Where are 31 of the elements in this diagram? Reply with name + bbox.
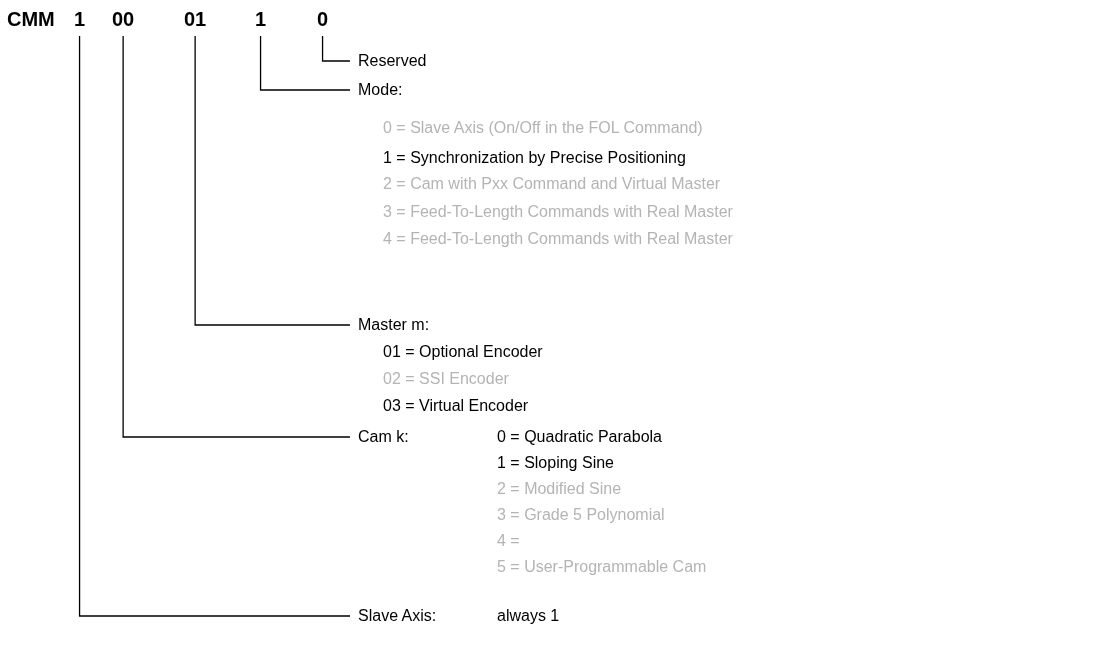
option-text: 0 = Slave Axis (On/Off in the FOL Command) [383, 118, 703, 138]
code-digit: 00 [112, 8, 135, 30]
field-value: always 1 [497, 606, 560, 626]
code-digit: 1 [74, 8, 86, 30]
leader-line [194, 35, 351, 326]
option-text: 2 = Modified Sine [497, 479, 622, 499]
field-label: Slave Axis: [350, 606, 437, 626]
leader-line [78, 35, 351, 617]
leader-line [122, 35, 351, 438]
code-prefix: CMM [7, 8, 55, 30]
code-digit: 1 [255, 8, 267, 30]
option-text: 1 = Sloping Sine [497, 453, 614, 473]
option-text: 02 = SSI Encoder [383, 369, 509, 389]
code-digit: 0 [317, 8, 329, 30]
code-digit: 01 [184, 8, 207, 30]
field-label: Mode: [350, 80, 403, 100]
option-text: 4 = Feed-To-Length Commands with Real Master [383, 229, 733, 249]
option-text: 3 = Grade 5 Polynomial [497, 505, 665, 525]
leader-line [321, 35, 351, 62]
option-text: 03 = Virtual Encoder [383, 396, 529, 416]
leader-line [259, 35, 351, 91]
option-text: 4 = [497, 531, 520, 551]
option-text: 1 = Synchronization by Precise Positioning [383, 148, 686, 168]
field-label: Cam k: [350, 427, 409, 447]
option-text: 5 = User-Programmable Cam [497, 557, 707, 577]
option-text: 01 = Optional Encoder [383, 342, 543, 362]
field-label: Reserved [350, 51, 427, 71]
field-label: Master m: [350, 315, 430, 335]
option-text: 0 = Quadratic Parabola [497, 427, 662, 447]
option-text: 3 = Feed-To-Length Commands with Real Master [383, 202, 733, 222]
option-text: 2 = Cam with Pxx Command and Virtual Master [383, 174, 721, 194]
